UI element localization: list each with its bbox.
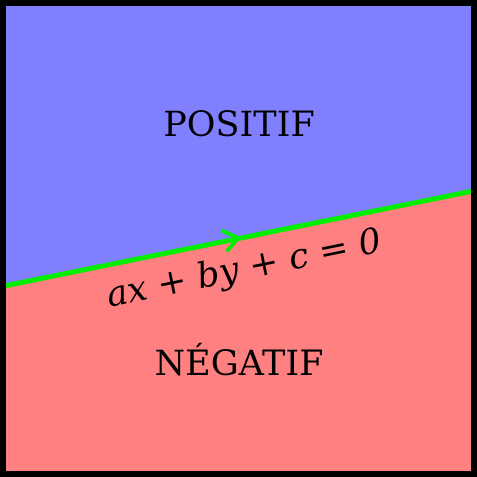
positive-region [4, 4, 473, 286]
negative-region [4, 191, 473, 473]
positive-label: POSITIF [163, 105, 315, 145]
negative-label: NÉGATIF [155, 342, 324, 384]
direction-arrow-icon [221, 229, 240, 252]
